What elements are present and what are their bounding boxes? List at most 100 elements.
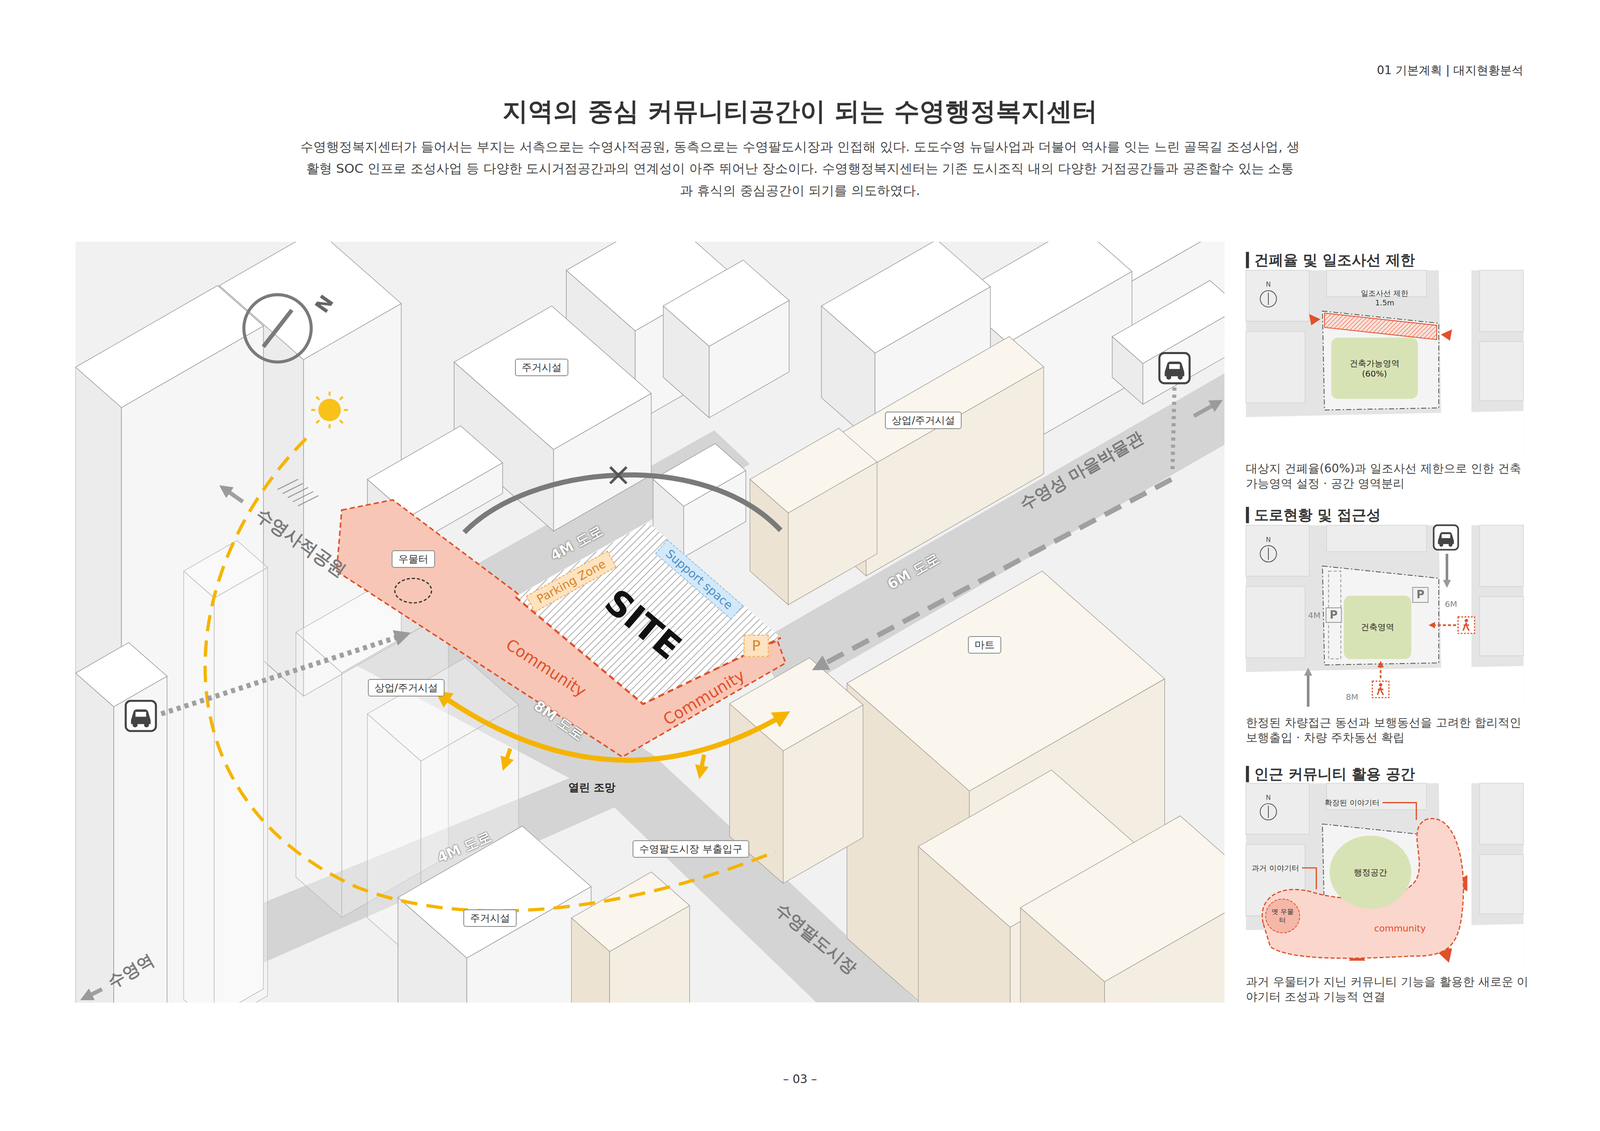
building-roof [831, 336, 1044, 470]
graphic [277, 479, 319, 507]
graphic [1445, 553, 1449, 586]
graphic [328, 391, 331, 396]
graphic [1430, 624, 1456, 627]
area-box: 건축영역 [1343, 595, 1412, 660]
building-face [183, 571, 215, 1003]
node-text: P [751, 637, 761, 655]
page-caption: 수영행정복지센터가 들어서는 부지는 서측으로는 수영사적공원, 동측으로는 수… [300, 135, 1300, 202]
graphic [1245, 783, 1524, 968]
label-text: 6M 도로 [883, 549, 943, 594]
label-text: 확장된 이야기터 [1324, 798, 1380, 808]
node-text: 주거시설 [470, 912, 510, 925]
building-roof [847, 571, 1165, 792]
graphic [504, 748, 511, 768]
graphic [125, 700, 156, 731]
graphic [1309, 314, 1321, 326]
zone-region: SITEParking ZoneSupport space [510, 515, 786, 710]
building-face [214, 567, 268, 1003]
building-face [75, 673, 114, 1003]
building-tag: 상업/주거시설 [367, 679, 445, 697]
graphic [1457, 617, 1475, 634]
label-text: 01 기본계획 | 대지현황분석 [1377, 62, 1524, 78]
area-box: 행정공간 [1329, 835, 1412, 910]
graphic [318, 398, 341, 422]
node-text: 행정공간 [1353, 867, 1388, 878]
graphic [328, 424, 331, 429]
building-roof [75, 642, 168, 707]
graphic [161, 634, 407, 715]
graphic [1324, 313, 1437, 340]
graphic [1372, 681, 1390, 698]
node-text: 수영팔도시장 부출입구 [639, 842, 743, 856]
node-text: 주거시설 [521, 361, 562, 374]
node-text: 옛 우물터 [1268, 907, 1297, 925]
graphic [243, 295, 312, 363]
building-roof [454, 305, 652, 450]
graphic [1193, 402, 1220, 417]
graphic [343, 409, 348, 412]
building-tag: 주거시설 [463, 909, 517, 928]
graphic [311, 409, 316, 412]
graphic [816, 479, 1172, 669]
building-roof [183, 540, 268, 599]
building-tag: 마트 [967, 636, 1002, 654]
graphic [311, 391, 348, 429]
building-tag: 수영팔도시장 부출입구 [632, 840, 750, 858]
label-text: N [1265, 280, 1271, 290]
zone-box: P [743, 635, 769, 658]
site-hatch [515, 522, 781, 705]
graphic [464, 475, 781, 533]
building-tag: 상업/주거시설 [885, 411, 962, 430]
label-text: 4M [1307, 610, 1321, 621]
label-text: 과거 우물터가 지닌 커뮤니티 기능을 활용한 새로운 이야기터 조성과 기능적… [1245, 974, 1530, 1005]
label-text: 수영성 마을박물관 [1015, 426, 1148, 515]
node-text: P [1416, 587, 1425, 603]
graphic [1307, 670, 1310, 707]
graphic [1440, 329, 1453, 341]
area-box: 건축가능영역 (60%) [1331, 337, 1418, 400]
graphic [316, 420, 320, 424]
graphic [222, 487, 243, 502]
parking-box: P [1412, 587, 1429, 603]
label-text: 한정된 차량접근 동선과 보행동선을 고려한 합리적인 보행출입 · 차량 주차… [1245, 715, 1530, 746]
graphic [1245, 766, 1249, 783]
label-text: – 03 – [782, 1072, 817, 1088]
page-title: 지역의 중심 커뮤니티공간이 되는 수영행정복지센터 [0, 94, 1600, 128]
label-text: 도로현황 및 접근성 [1254, 505, 1381, 525]
node-text: 건축영역 [1360, 622, 1395, 633]
well-circle: 옛 우물터 [1265, 899, 1300, 934]
building-roof [821, 241, 991, 353]
graphic [1245, 252, 1249, 269]
building-roof [750, 428, 878, 513]
graphic [75, 241, 1225, 1003]
graphic [263, 310, 293, 347]
graphic [610, 467, 627, 484]
node-text: 상업/주거시설 [374, 681, 438, 695]
building-roof [571, 872, 690, 952]
label-text: N [1265, 793, 1271, 803]
graphic [297, 495, 319, 506]
label-text: 8M [1345, 691, 1359, 703]
building-roof [1112, 280, 1225, 364]
graphic [340, 396, 343, 400]
graphic [1172, 387, 1175, 472]
graphic [700, 755, 705, 776]
region-label: community [1374, 922, 1426, 934]
building-tag: 주거시설 [515, 358, 569, 377]
graphic [340, 420, 343, 424]
community-blob [1262, 818, 1464, 959]
graphic [1433, 525, 1459, 550]
graphic [83, 989, 103, 999]
node-text: 상업/주거시설 [891, 414, 955, 427]
graphic [1245, 270, 1524, 455]
graphic [1159, 353, 1190, 384]
label-text: 4M 도로 [434, 827, 495, 868]
label-text: 열린 조망 [568, 780, 616, 795]
parking-box: P [1325, 607, 1342, 624]
community-zone [336, 500, 786, 758]
node-text: P [1329, 608, 1338, 623]
graphic [1245, 507, 1249, 524]
label-text: 6M [1444, 598, 1458, 610]
